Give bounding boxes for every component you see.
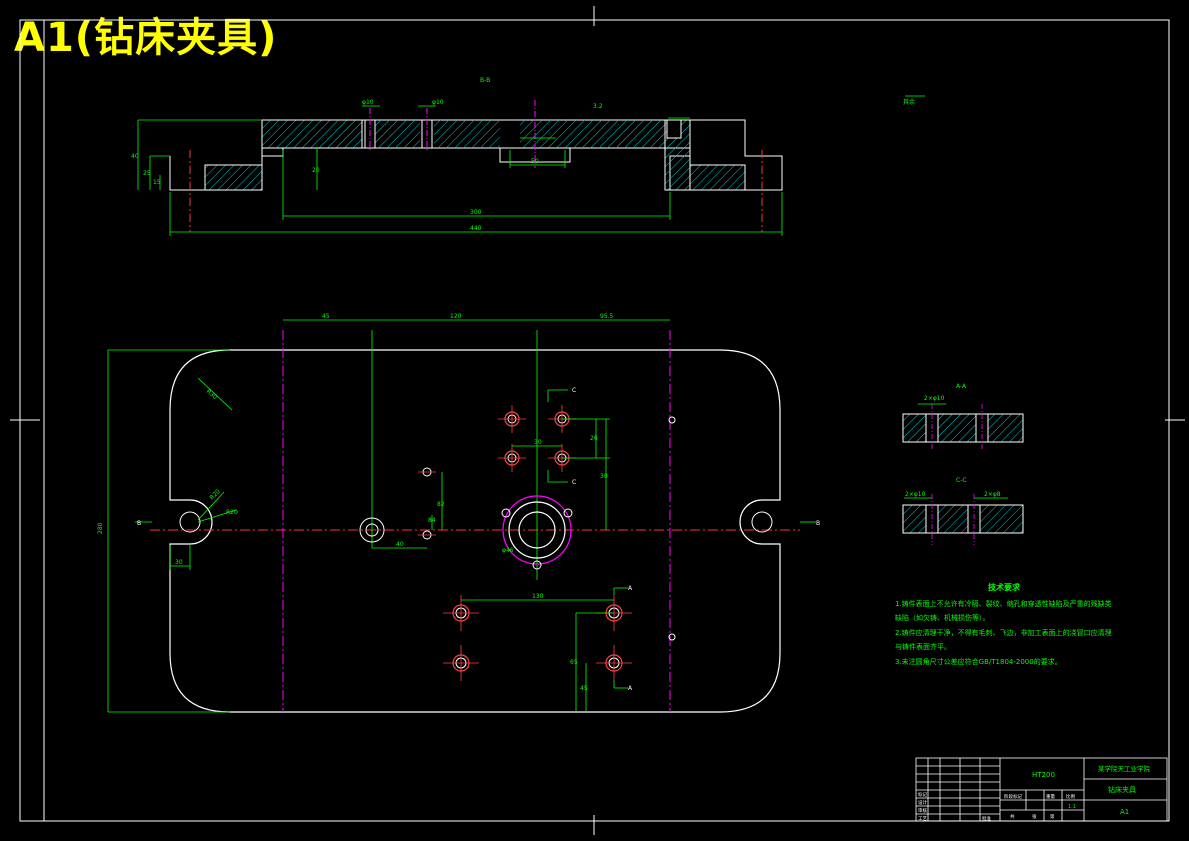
hatch-right-flange [689, 164, 746, 191]
dim-bottom-w: 130 [532, 593, 544, 600]
label-a-top: A [628, 585, 633, 592]
section-view-top: B-B [131, 77, 925, 236]
sec-c-label-2: 2×φ8 [984, 491, 1001, 498]
dim-plan-height: 280 [97, 522, 104, 534]
section-view-a: A-A 2×φ10 [902, 383, 1024, 450]
dim-plan-mid: 120 [450, 313, 462, 320]
dim-slot-r: R30 [205, 388, 219, 401]
dim-plan-left: 45 [322, 313, 330, 320]
tb-header-1: 阶段标记 [1004, 793, 1022, 800]
tb-school: 某学院天工业学院 [1098, 764, 1151, 773]
dim-slot-w: 30 [175, 559, 183, 566]
plan-view: 45 120 95.5 280 R30 R20 R20 30 φ46 30 26… [97, 313, 820, 713]
dim-top-height: 40 [131, 153, 139, 160]
dim-top-overall: 440 [470, 225, 482, 232]
view-label-bb: B-B [480, 77, 490, 84]
dim-top-left-b: 15 [153, 179, 161, 186]
dim-bottom-h2: 45 [580, 685, 588, 692]
tb-row-2: 设计 [918, 799, 927, 806]
dim-small-e: 82 [437, 501, 445, 508]
view-label-aa: A-A [956, 383, 967, 390]
sec-c-label-1: 2×φ10 [905, 491, 926, 498]
sheet-frame [10, 6, 1185, 835]
tb-material: HT200 [1032, 771, 1055, 779]
sec-a-label: 2×φ10 [924, 395, 945, 402]
tb-row-4: 工艺 [918, 816, 927, 822]
tb-drawing-no: A1 [1120, 808, 1129, 816]
dim-hole-a: φ10 [362, 99, 374, 106]
tb-sheet-total: 共 [1010, 813, 1015, 820]
dim-center-hole: φ46 [502, 547, 514, 554]
label-a-bottom: A [628, 685, 633, 692]
notes-line-5: 3.未注圆角尺寸公差应符合GB/T1804-2000的要求。 [895, 657, 1062, 666]
notes-line-4: 与铸件表面齐平。 [895, 642, 951, 651]
tb-sheet-page: 张 [1032, 813, 1037, 820]
notes-line-1: 1.铸件表面上不允许有冷隔、裂纹、缩孔和穿透性缺陷及严重的残缺类 [895, 599, 1112, 608]
technical-notes: 技术要求 1.铸件表面上不允许有冷隔、裂纹、缩孔和穿透性缺陷及严重的残缺类 缺陷… [895, 582, 1112, 666]
tb-row-3: 审核 [918, 807, 927, 814]
hatch-left-flange [204, 164, 263, 191]
label-c-top: C [572, 387, 576, 394]
label-b-right: B [816, 520, 820, 527]
dim-top-inner: 300 [470, 209, 482, 216]
dim-small-c: 30 [600, 473, 608, 480]
view-label-cc: C-C [956, 477, 967, 484]
dim-small-a: 30 [534, 439, 542, 446]
tb-sheet-no: 第 [1050, 813, 1055, 820]
label-b-left: B [137, 520, 141, 527]
tb-header-3: 比例 [1066, 793, 1075, 800]
roughness-value: 3.2 [593, 103, 603, 110]
label-c-bottom: C [572, 479, 576, 486]
dim-slot-r3: R20 [226, 509, 238, 516]
sheet-title: A1(钻床夹具) [14, 15, 278, 61]
title-block: HT200 某学院天工业学院 钻床夹具 A1 1:1 阶段标记 重量 比例 标记… [915, 757, 1168, 822]
dim-bottom-h1: 65 [570, 659, 578, 666]
section-view-c: C-C 2×φ10 2×φ8 [902, 477, 1024, 545]
tb-sign: 批准 [982, 815, 991, 822]
dim-top-left-a: 25 [143, 170, 151, 177]
dim-slot-r2: R20 [208, 488, 221, 501]
notes-line-3: 2.铸件应清理干净，不得有毛刺、飞边，非加工表面上的浇冒口应清理 [895, 628, 1112, 637]
dim-hole-b: φ10 [432, 99, 444, 106]
tb-ratio: 1:1 [1068, 804, 1076, 810]
tb-header-2: 重量 [1046, 793, 1055, 800]
dim-small-b: 26 [590, 435, 598, 442]
tb-row-1: 标记 [918, 791, 927, 798]
dim-top-step: 20 [312, 167, 320, 174]
dim-small-d: 40 [396, 541, 404, 548]
roughness-other-label: 其余 [903, 98, 915, 106]
hatch-left-body [261, 119, 363, 149]
dim-small-f: 84 [428, 517, 436, 524]
notes-line-2: 缺陷（如欠铸、机械损伤等）。 [895, 613, 990, 622]
dim-top-center: 50 [531, 158, 539, 165]
tb-part-name: 钻床夹具 [1108, 785, 1136, 794]
dim-plan-right: 95.5 [600, 313, 614, 320]
notes-heading: 技术要求 [988, 582, 1021, 592]
